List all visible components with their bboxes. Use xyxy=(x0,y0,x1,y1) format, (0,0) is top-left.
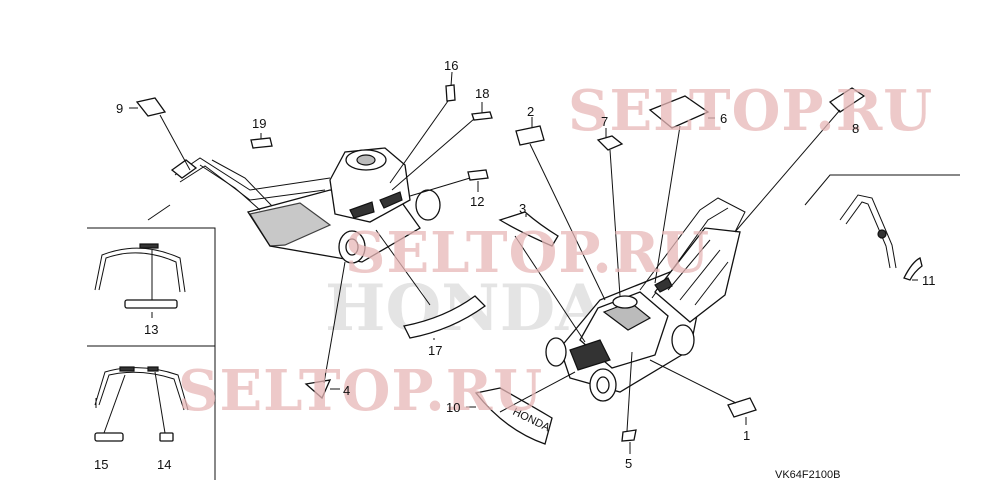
decal-17 xyxy=(403,295,486,339)
callout-14: 14 xyxy=(157,457,171,472)
callout-11: 11 xyxy=(922,273,936,288)
decal-13 xyxy=(124,299,178,309)
callout-17: 17 xyxy=(428,343,442,358)
watermark-middle: SELTOP.RU xyxy=(345,220,710,286)
callout-8: 8 xyxy=(852,121,859,136)
callout-19: 19 xyxy=(252,116,266,131)
callout-12: 12 xyxy=(470,194,484,209)
leader-lines xyxy=(95,71,918,454)
decal-15 xyxy=(94,432,124,442)
callout-15: 15 xyxy=(94,457,108,472)
inset-panel-left xyxy=(87,204,216,480)
callout-18: 18 xyxy=(475,86,489,101)
callout-13: 13 xyxy=(144,322,158,337)
decal-12 xyxy=(467,169,489,181)
decal-1 xyxy=(727,397,757,418)
decal-8 xyxy=(828,87,866,113)
callout-1: 1 xyxy=(743,428,750,443)
decal-4 xyxy=(304,379,332,400)
drawing-code: VK64F2100B xyxy=(775,469,840,481)
decal-5 xyxy=(621,429,637,442)
callout-16: 16 xyxy=(444,58,458,73)
decal-7 xyxy=(596,135,624,151)
decal-18 xyxy=(471,111,493,121)
callout-4: 4 xyxy=(343,383,350,398)
decal-2 xyxy=(515,125,545,146)
decal-10 xyxy=(474,387,553,445)
mower-right xyxy=(545,197,746,402)
callout-6: 6 xyxy=(720,111,727,126)
mower-left xyxy=(170,147,441,264)
callout-7: 7 xyxy=(601,114,608,129)
callout-10: 10 xyxy=(446,400,460,415)
decal-9 xyxy=(135,97,167,117)
watermark-bottom: SELTOP.RU xyxy=(178,358,543,424)
callout-3: 3 xyxy=(519,201,526,216)
decal-14 xyxy=(159,432,174,442)
watermark-top: SELTOP.RU xyxy=(568,78,933,144)
inset-panel-right xyxy=(804,174,960,269)
decal-19 xyxy=(250,137,273,149)
callout-9: 9 xyxy=(116,101,123,116)
decals: HONDA xyxy=(94,84,923,445)
callout-2: 2 xyxy=(527,104,534,119)
decal-6 xyxy=(648,95,710,129)
callout-5: 5 xyxy=(625,456,632,471)
decal-16 xyxy=(445,84,456,102)
decal-3 xyxy=(498,211,559,247)
callout-numbers: 9 19 16 18 12 2 7 6 8 3 17 4 10 5 1 11 1… xyxy=(94,58,936,472)
decal-11 xyxy=(903,257,923,281)
